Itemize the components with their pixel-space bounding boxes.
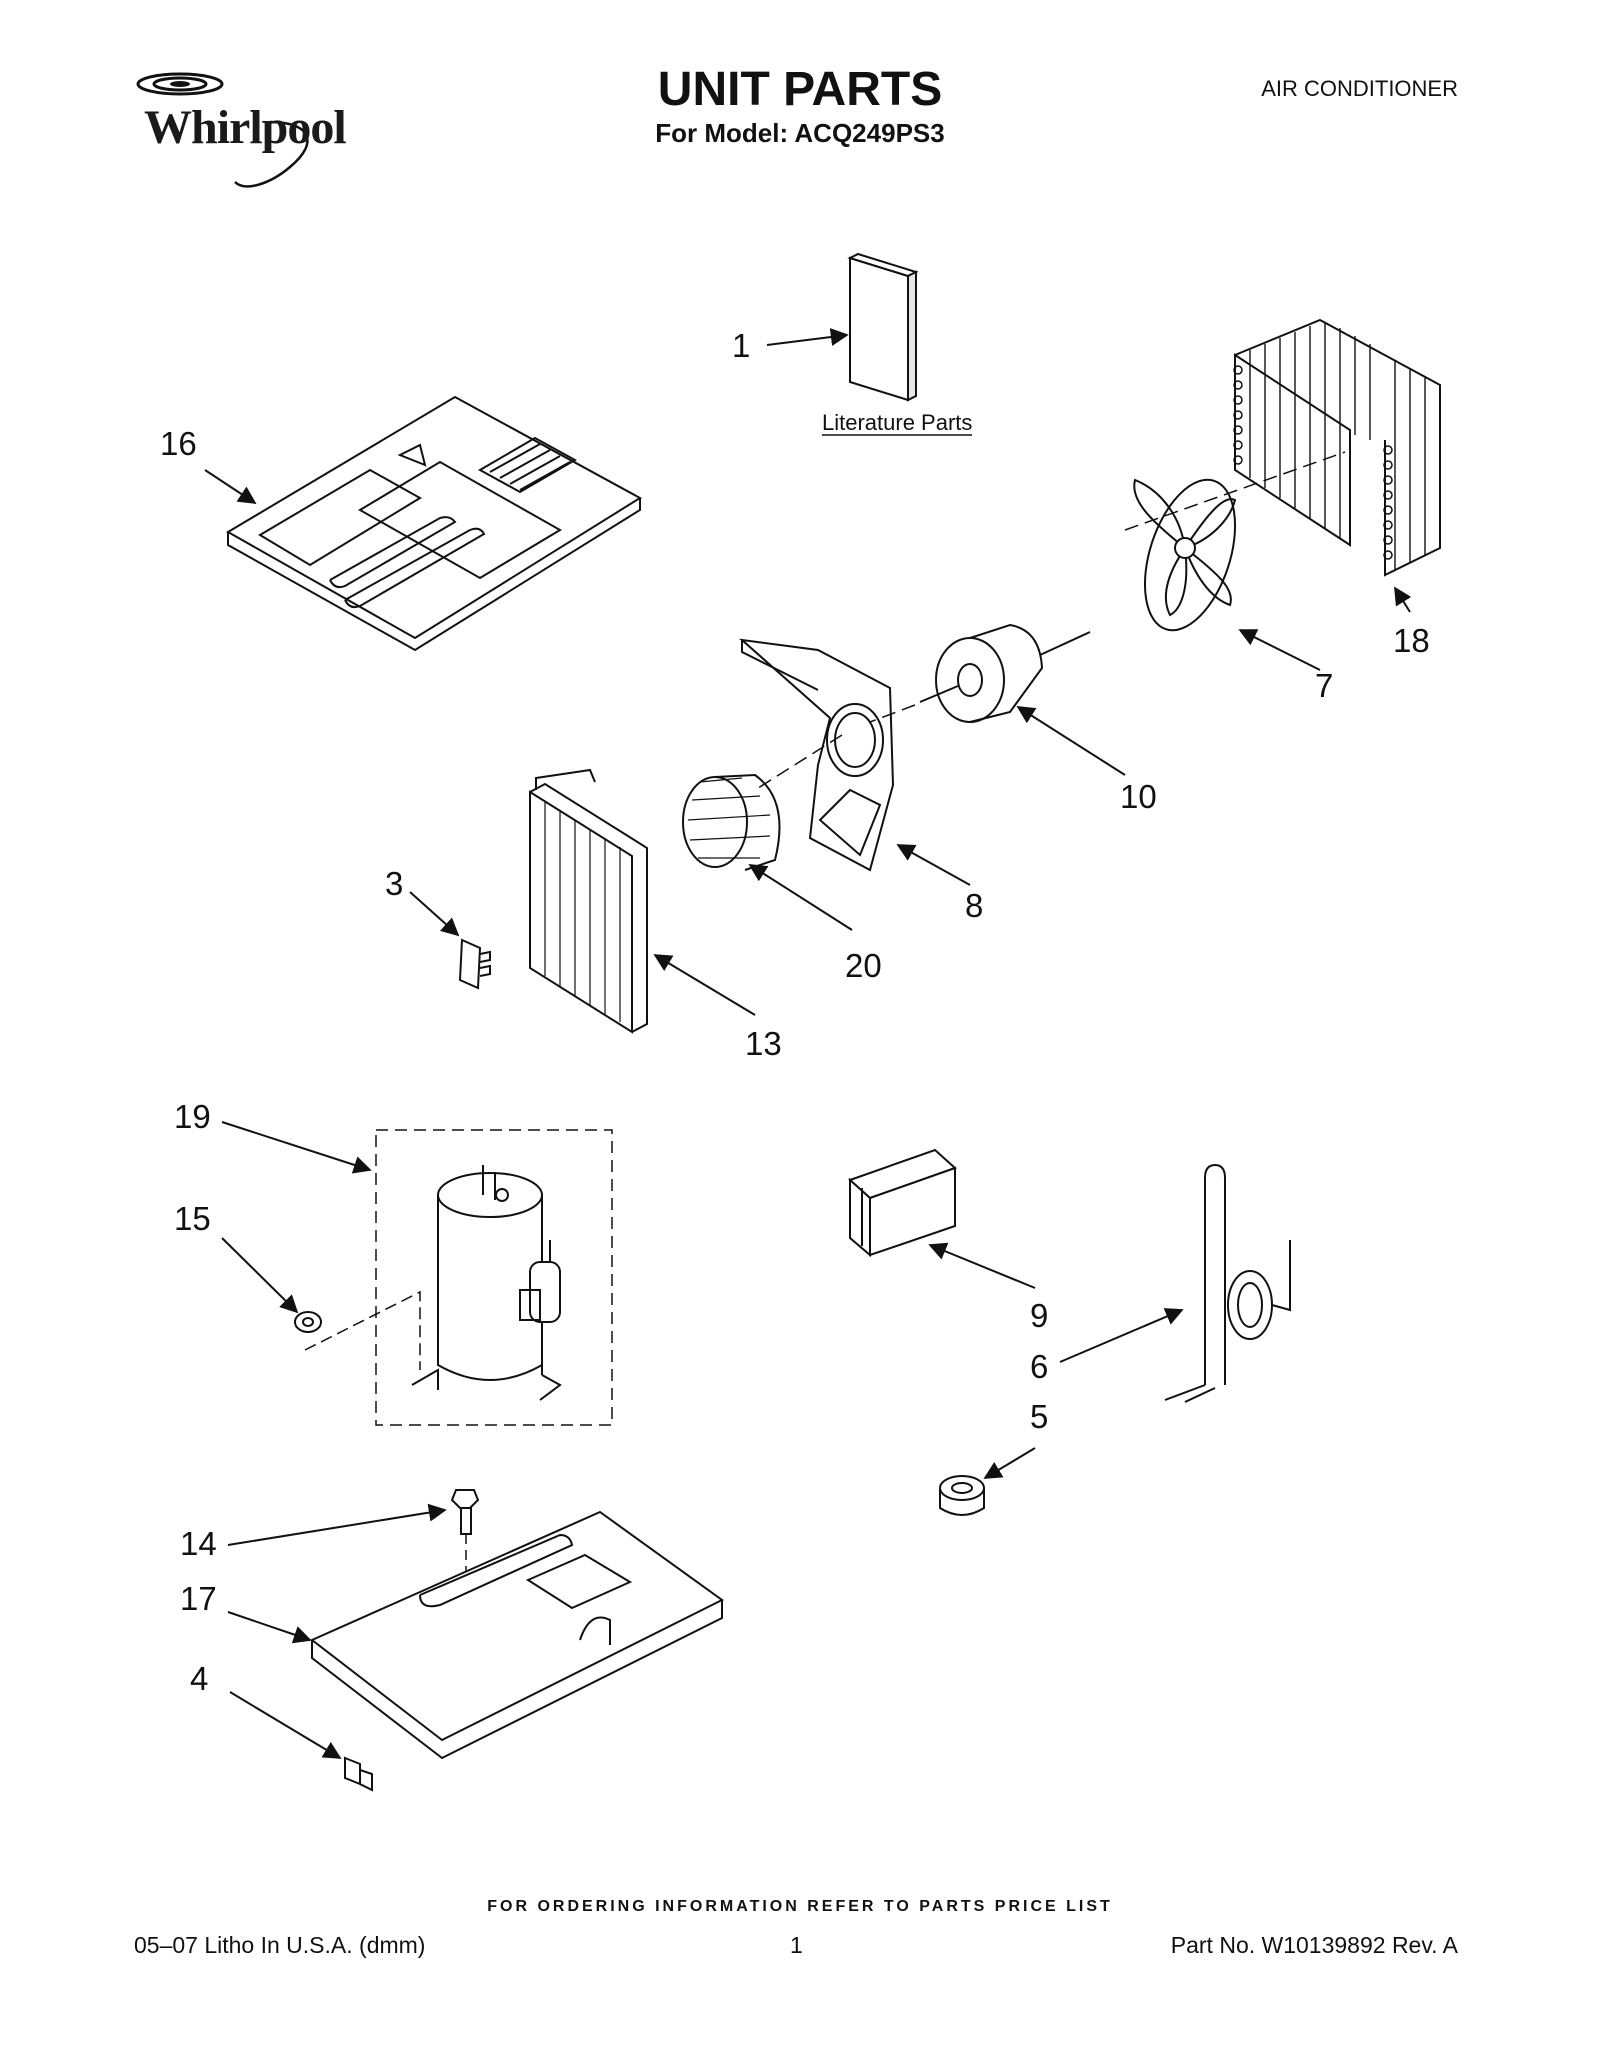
callout-14: 14 (180, 1525, 217, 1562)
leader-line-16 (204, 469, 257, 504)
leader-line-10 (1016, 706, 1126, 776)
callout-6: 6 (1030, 1348, 1048, 1385)
callout-8: 8 (965, 887, 983, 924)
ordering-note: FOR ORDERING INFORMATION REFER TO PARTS … (487, 1898, 1113, 1915)
leader-line-14 (227, 1503, 447, 1546)
brand-logo: Whirlpool (120, 62, 380, 197)
litho-info: 05–07 Litho In U.S.A. (dmm) (134, 1932, 426, 1958)
fan-motor-part (919, 623, 1091, 723)
callout-10: 10 (1120, 778, 1157, 815)
leader-line-5 (983, 1447, 1036, 1479)
callout-5: 5 (1030, 1398, 1048, 1435)
leader-line-3 (409, 891, 460, 937)
callout-9: 9 (1030, 1297, 1048, 1334)
model-subtitle: For Model: ACQ249PS3 (655, 118, 945, 148)
callout-7: 7 (1315, 667, 1333, 704)
leader-line-20 (748, 864, 853, 931)
brand-wordmark: Whirlpool (144, 101, 347, 154)
callout-18: 18 (1393, 622, 1430, 659)
callout-1: 1 (732, 327, 750, 364)
leader-line-18 (1394, 586, 1412, 613)
leader-line-9 (928, 1242, 1036, 1289)
leader-line-19 (221, 1121, 372, 1174)
whirlpool-swirl-icon (136, 72, 309, 188)
blower-wheel-part (682, 773, 781, 871)
literature-parts-label: Literature Parts (822, 410, 972, 435)
leader-line-7 (1238, 629, 1321, 671)
document-part-number: Part No. W10139892 Rev. A (1170, 1932, 1458, 1958)
product-category: AIR CONDITIONER (1261, 76, 1458, 101)
callout-17: 17 (180, 1580, 217, 1617)
leader-line-1 (766, 328, 849, 346)
top-panel-part (226, 395, 642, 652)
assembly-guide-lines (754, 451, 1346, 791)
grommet-guide-line (304, 1290, 421, 1370)
callout-3: 3 (385, 865, 403, 902)
page-number: 1 (790, 1932, 803, 1958)
motor-mount-bracket-part (738, 638, 895, 872)
grommet-part (294, 1311, 322, 1333)
leader-line-15 (221, 1237, 299, 1314)
leader-line-13 (653, 954, 756, 1016)
page-title: UNIT PARTS (657, 63, 943, 116)
callout-13: 13 (745, 1025, 782, 1062)
clip-part (458, 938, 491, 990)
literature-booklet-part (847, 252, 919, 402)
leader-line-17 (227, 1611, 312, 1644)
callout-4: 4 (190, 1660, 208, 1697)
condenser-fan-blade-part (1133, 478, 1237, 632)
callout-16: 16 (160, 425, 197, 462)
condenser-coil-part (1233, 318, 1441, 577)
leader-line-4 (229, 1691, 342, 1759)
callout-15: 15 (174, 1200, 211, 1237)
bracket-clip-part (344, 1756, 373, 1792)
capacitor-part (848, 1148, 957, 1258)
bushing-part (939, 1475, 985, 1516)
leader-line-8 (896, 844, 971, 886)
base-pan-part (310, 1510, 724, 1760)
evaporator-coil-part (529, 768, 648, 1034)
leader-line-6 (1059, 1308, 1184, 1363)
callout-19: 19 (174, 1098, 211, 1135)
thermostat-sensor-part (1164, 1163, 1291, 1403)
callout-20: 20 (845, 947, 882, 984)
compressor-assembly-part (375, 1129, 613, 1426)
